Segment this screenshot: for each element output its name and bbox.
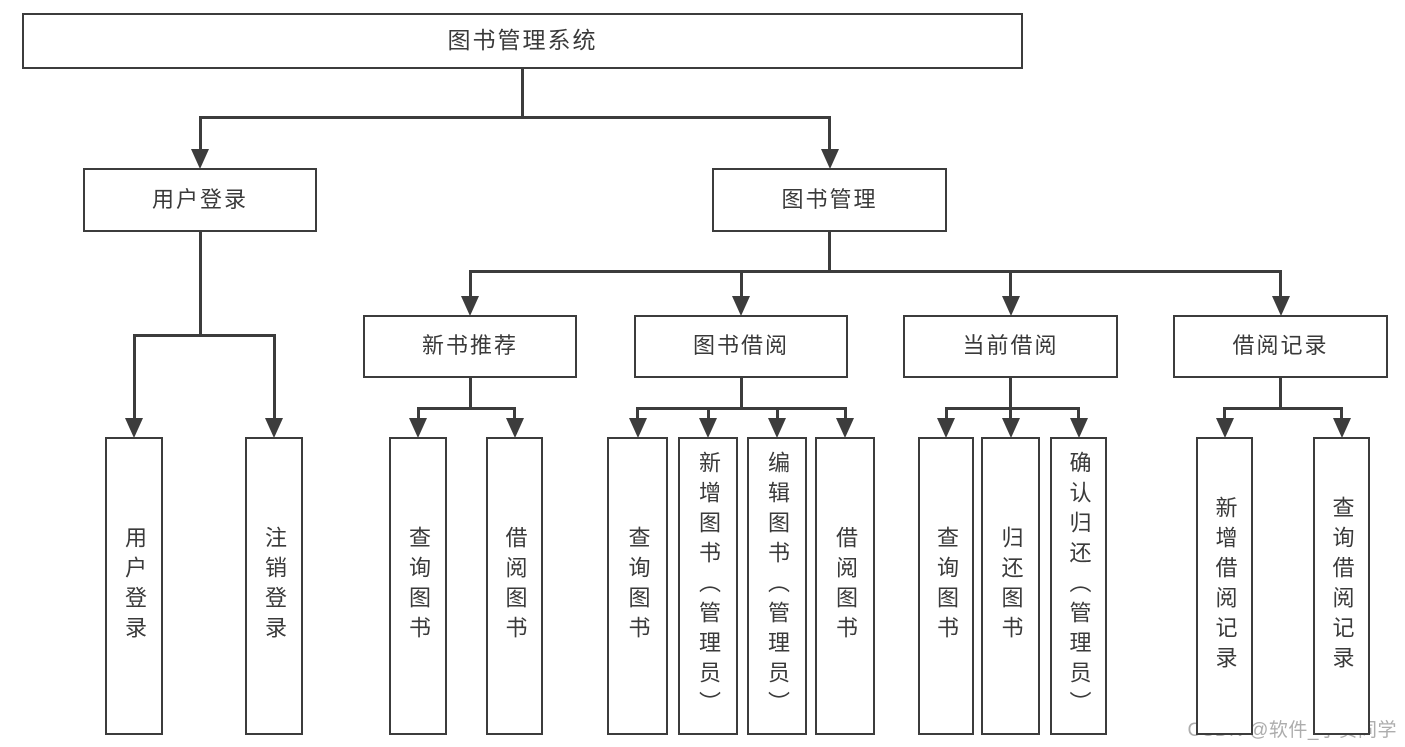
connector-line — [1279, 269, 1282, 300]
node-label: 查询借阅记录 — [1329, 496, 1355, 676]
node-n1: 查询图书 — [389, 437, 447, 735]
connector-line — [944, 406, 1080, 410]
node-c1: 查询图书 — [918, 437, 974, 735]
connector-line — [636, 406, 639, 422]
node-label: 借阅记录 — [1232, 333, 1329, 359]
connector-line — [132, 333, 276, 337]
arrow-down-icon — [1001, 296, 1020, 316]
node-label: 新增借阅记录 — [1212, 496, 1238, 676]
node-label: 归还图书 — [998, 526, 1024, 646]
connector-line — [468, 378, 472, 410]
connector-line — [706, 406, 710, 422]
node-label: 借阅图书 — [833, 526, 858, 646]
node-c3: 确认归还（管理员） — [1050, 437, 1107, 735]
node-r1: 新增借阅记录 — [1196, 437, 1253, 735]
arrow-down-icon — [1215, 418, 1234, 438]
connector-line — [1077, 406, 1080, 422]
node-label: 图书管理 — [781, 186, 878, 212]
node-b2: 新增图书（管理员） — [678, 437, 738, 735]
node-label: 借阅图书 — [502, 526, 528, 646]
arrow-down-icon — [1069, 418, 1088, 438]
connector-line — [636, 406, 847, 410]
node-label: 确认归还（管理员） — [1066, 451, 1092, 721]
node-rec: 新书推荐 — [363, 315, 577, 378]
node-root: 图书管理系统 — [22, 13, 1023, 69]
connector-line — [513, 406, 516, 422]
arrow-down-icon — [699, 418, 717, 438]
connector-line — [775, 406, 779, 422]
node-c2: 归还图书 — [981, 437, 1040, 735]
arrow-down-icon — [191, 149, 209, 169]
connector-line — [468, 269, 472, 300]
node-label: 用户登录 — [151, 186, 248, 212]
node-label: 查询图书 — [934, 526, 959, 646]
connector-line — [828, 232, 831, 273]
connector-line — [1223, 406, 1226, 422]
connector-line — [1009, 406, 1012, 422]
node-label: 用户登录 — [122, 526, 147, 646]
arrow-down-icon — [461, 296, 479, 316]
connector-line — [843, 406, 847, 422]
connector-line — [1223, 406, 1343, 410]
arrow-down-icon — [820, 149, 839, 169]
arrow-down-icon — [1332, 418, 1351, 438]
arrow-down-icon — [1271, 296, 1290, 316]
node-current: 当前借阅 — [903, 315, 1118, 378]
node-label: 注销登录 — [262, 526, 287, 646]
arrow-down-icon — [937, 418, 955, 438]
connector-line — [739, 378, 743, 410]
node-label: 图书管理系统 — [447, 27, 598, 54]
connector-line — [521, 69, 524, 119]
connector-line — [198, 115, 831, 119]
arrow-down-icon — [505, 418, 524, 438]
connector-line — [1279, 378, 1282, 410]
arrow-down-icon — [628, 418, 647, 438]
connector-line — [1009, 269, 1012, 300]
node-b3: 编辑图书（管理员） — [747, 437, 807, 735]
connector-line — [828, 115, 831, 153]
node-mgmt: 图书管理 — [712, 168, 947, 232]
connector-line — [416, 406, 516, 410]
connector-line — [1009, 378, 1012, 410]
node-label: 查询图书 — [406, 526, 431, 646]
connector-line — [1340, 406, 1343, 422]
connector-line — [416, 406, 420, 422]
connector-line — [198, 115, 202, 153]
node-label: 查询图书 — [625, 526, 651, 646]
arrow-down-icon — [409, 418, 427, 438]
node-n2: 借阅图书 — [486, 437, 543, 735]
arrow-down-icon — [1001, 418, 1020, 438]
node-record: 借阅记录 — [1173, 315, 1388, 378]
node-label: 图书借阅 — [692, 333, 789, 359]
connector-line — [739, 269, 743, 300]
connector-line — [468, 269, 1282, 273]
connector-line — [132, 333, 136, 422]
node-r2: 查询借阅记录 — [1313, 437, 1370, 735]
node-b4: 借阅图书 — [815, 437, 875, 735]
connector-line — [272, 333, 276, 422]
node-label: 新增图书（管理员） — [696, 451, 721, 721]
node-label: 编辑图书（管理员） — [765, 451, 790, 721]
node-b1: 查询图书 — [607, 437, 668, 735]
node-u1: 用户登录 — [105, 437, 163, 735]
node-label: 新书推荐 — [421, 333, 518, 359]
node-login: 用户登录 — [83, 168, 317, 232]
arrow-down-icon — [125, 418, 143, 438]
arrow-down-icon — [768, 418, 786, 438]
node-borrow: 图书借阅 — [634, 315, 848, 378]
connector-line — [198, 232, 202, 337]
node-label: 当前借阅 — [962, 333, 1059, 359]
arrow-down-icon — [836, 418, 854, 438]
node-u2: 注销登录 — [245, 437, 303, 735]
connector-line — [944, 406, 948, 422]
arrow-down-icon — [265, 418, 283, 438]
arrow-down-icon — [732, 296, 750, 316]
